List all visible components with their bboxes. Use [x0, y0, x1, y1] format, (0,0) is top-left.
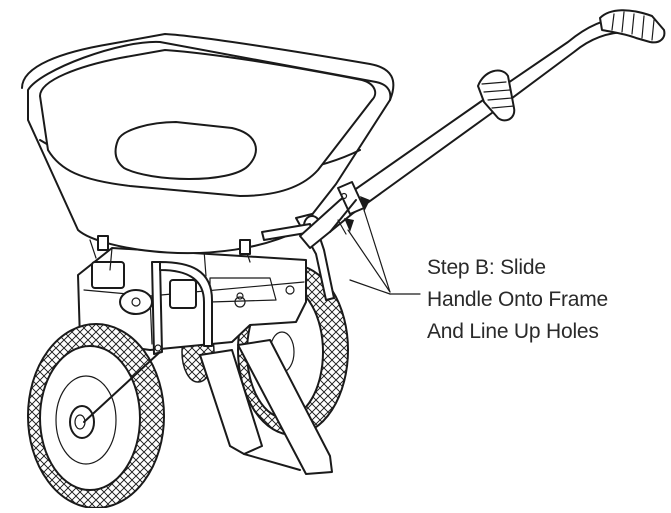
left-wheel	[27, 323, 165, 509]
hopper	[21, 33, 395, 263]
callout-leader	[337, 196, 421, 295]
gearbox	[77, 247, 307, 351]
callout-line-2: Handle Onto Frame	[427, 288, 609, 311]
callout-line-3: And Line Up Holes	[427, 320, 599, 343]
step-b-callout: Step B: Slide Handle Onto Frame And Line…	[427, 252, 667, 348]
handle	[299, 9, 666, 249]
callout-line-1: Step B: Slide	[427, 256, 546, 279]
stand-frame	[199, 339, 333, 475]
